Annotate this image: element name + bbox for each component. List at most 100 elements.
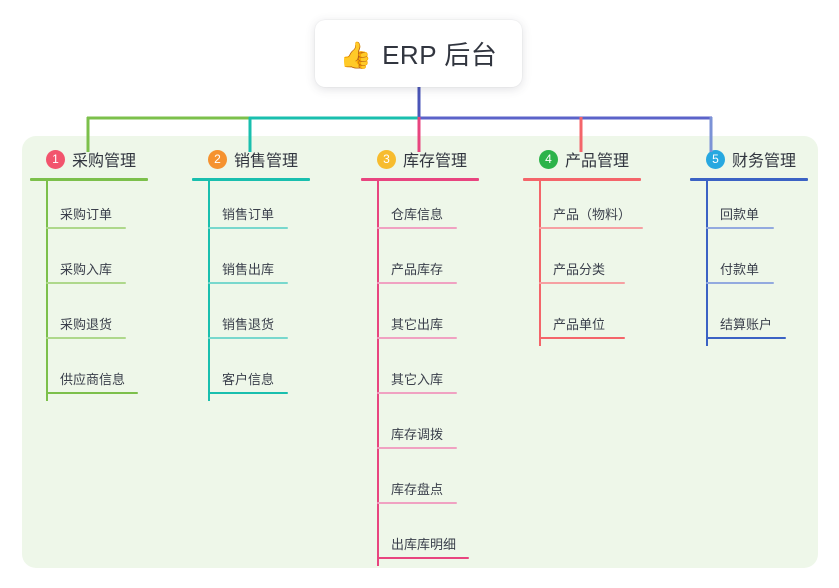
branch-leaf-item[interactable]: 客户信息 bbox=[192, 346, 310, 401]
branch-leaf-label: 其它出库 bbox=[391, 317, 444, 332]
branch-number-badge: 4 bbox=[539, 149, 558, 169]
branch-leaf-underline bbox=[377, 502, 457, 504]
branch-leaf-label: 其它入库 bbox=[391, 372, 444, 387]
branch-leaf-list: 产品（物料） 产品分类产品单位 bbox=[523, 181, 643, 346]
branch-leaf-item[interactable]: 回款单 bbox=[690, 181, 808, 236]
branch-leaf-label: 产品单位 bbox=[553, 317, 606, 332]
branch-leaf-underline bbox=[46, 392, 138, 394]
diagram-card-background bbox=[22, 136, 818, 568]
branch-leaf-underline bbox=[46, 337, 126, 339]
branch-leaf-item[interactable]: 采购入库 bbox=[30, 236, 148, 291]
branch-leaf-item[interactable]: 其它出库 bbox=[361, 291, 479, 346]
branch-leaf-label: 采购订单 bbox=[60, 207, 113, 222]
branch-header-underline bbox=[192, 178, 310, 181]
branch-header-3[interactable]: 3 库存管理 bbox=[361, 146, 479, 172]
branch-leaf-underline bbox=[46, 227, 126, 229]
branch-spine bbox=[208, 181, 210, 401]
branch-header-underline bbox=[690, 178, 808, 181]
root-node-label: ERP 后台 bbox=[382, 40, 498, 70]
branch-leaf-label: 销售出库 bbox=[222, 262, 275, 277]
branch-leaf-item[interactable]: 采购退货 bbox=[30, 291, 148, 346]
branch-leaf-underline bbox=[377, 392, 457, 394]
branch-number-badge: 5 bbox=[706, 149, 725, 169]
branch-leaf-label: 采购入库 bbox=[60, 262, 113, 277]
branch-leaf-underline bbox=[539, 227, 643, 229]
branch-leaf-item[interactable]: 结算账户 bbox=[690, 291, 808, 346]
branch-leaf-label: 客户信息 bbox=[222, 372, 275, 387]
branch-leaf-label: 仓库信息 bbox=[391, 207, 444, 222]
branch-header-2[interactable]: 2 销售管理 bbox=[192, 146, 310, 172]
branch-leaf-underline bbox=[46, 282, 126, 284]
branch-leaf-label: 回款单 bbox=[720, 207, 760, 222]
branch-leaf-item[interactable]: 销售出库 bbox=[192, 236, 310, 291]
branch-leaf-label: 结算账户 bbox=[720, 317, 773, 332]
branch-leaf-underline bbox=[539, 337, 625, 339]
branch-leaf-label: 库存盘点 bbox=[391, 482, 444, 497]
branch-spine bbox=[377, 181, 379, 566]
branch-leaf-underline bbox=[706, 282, 774, 284]
branch-header-underline bbox=[30, 178, 148, 181]
branch-header-underline bbox=[523, 178, 641, 181]
branch-leaf-label: 供应商信息 bbox=[60, 372, 126, 387]
branch-leaf-item[interactable]: 库存调拨 bbox=[361, 401, 479, 456]
branch-leaf-item[interactable]: 其它入库 bbox=[361, 346, 479, 401]
branch-leaf-underline bbox=[377, 282, 457, 284]
branch-title: 产品管理 bbox=[565, 153, 630, 170]
branch-title: 财务管理 bbox=[732, 153, 797, 170]
root-node[interactable]: 👍 ERP 后台 bbox=[315, 20, 522, 87]
branch-header-5[interactable]: 5 财务管理 bbox=[690, 146, 808, 172]
branch-leaf-underline bbox=[208, 282, 288, 284]
branch-leaf-item[interactable]: 产品分类 bbox=[523, 236, 641, 291]
branch-leaf-underline bbox=[377, 447, 457, 449]
branch-leaf-item[interactable]: 供应商信息 bbox=[30, 346, 148, 401]
branch-leaf-label: 库存调拨 bbox=[391, 427, 444, 442]
branch-leaf-label: 产品分类 bbox=[553, 262, 606, 277]
branch-leaf-item[interactable]: 销售订单 bbox=[192, 181, 310, 236]
branch-leaf-list: 回款单付款单结算账户 bbox=[690, 181, 808, 346]
branch-leaf-item[interactable]: 出库库明细 bbox=[361, 511, 479, 566]
branch-leaf-label: 采购退货 bbox=[60, 317, 113, 332]
branch-spine bbox=[706, 181, 708, 346]
branch-leaf-underline bbox=[208, 337, 288, 339]
branch-number-badge: 2 bbox=[208, 149, 227, 169]
branch-leaf-label: 产品（物料） bbox=[553, 207, 632, 222]
branch-number-badge: 3 bbox=[377, 149, 396, 169]
branch-leaf-item[interactable]: 销售退货 bbox=[192, 291, 310, 346]
branch-title: 采购管理 bbox=[72, 153, 137, 170]
branch-leaf-list: 采购订单采购入库采购退货供应商信息 bbox=[30, 181, 148, 401]
branch-title: 库存管理 bbox=[403, 153, 468, 170]
branch-leaf-underline bbox=[539, 282, 625, 284]
branch-leaf-label: 产品库存 bbox=[391, 262, 444, 277]
branch-leaf-item[interactable]: 产品单位 bbox=[523, 291, 641, 346]
branch-leaf-item[interactable]: 产品（物料） bbox=[523, 181, 643, 236]
branch-leaf-label: 出库库明细 bbox=[391, 537, 457, 552]
branch-column-2: 2 销售管理销售订单销售出库销售退货客户信息 bbox=[192, 146, 310, 401]
branch-title: 销售管理 bbox=[234, 153, 299, 170]
branch-spine bbox=[46, 181, 48, 401]
branch-header-4[interactable]: 4 产品管理 bbox=[523, 146, 641, 172]
branch-leaf-list: 仓库信息产品库存其它出库其它入库库存调拨库存盘点出库库明细 bbox=[361, 181, 479, 566]
branch-leaf-item[interactable]: 采购订单 bbox=[30, 181, 148, 236]
branch-column-4: 4 产品管理产品（物料） 产品分类产品单位 bbox=[523, 146, 643, 346]
branch-leaf-underline bbox=[377, 557, 469, 559]
branch-leaf-underline bbox=[377, 337, 457, 339]
branch-leaf-underline bbox=[706, 337, 786, 339]
branch-column-5: 5 财务管理回款单付款单结算账户 bbox=[690, 146, 808, 346]
branch-leaf-list: 销售订单销售出库销售退货客户信息 bbox=[192, 181, 310, 401]
branch-leaf-item[interactable]: 仓库信息 bbox=[361, 181, 479, 236]
thumbs-up-icon: 👍 bbox=[339, 39, 373, 70]
branch-header-underline bbox=[361, 178, 479, 181]
branch-leaf-item[interactable]: 产品库存 bbox=[361, 236, 479, 291]
branch-leaf-item[interactable]: 付款单 bbox=[690, 236, 808, 291]
branch-leaf-label: 销售退货 bbox=[222, 317, 275, 332]
branch-leaf-underline bbox=[706, 227, 774, 229]
branch-leaf-item[interactable]: 库存盘点 bbox=[361, 456, 479, 511]
branch-column-3: 3 库存管理仓库信息产品库存其它出库其它入库库存调拨库存盘点出库库明细 bbox=[361, 146, 479, 566]
branch-leaf-label: 付款单 bbox=[720, 262, 760, 277]
branch-leaf-underline bbox=[208, 392, 288, 394]
branch-leaf-label: 销售订单 bbox=[222, 207, 275, 222]
